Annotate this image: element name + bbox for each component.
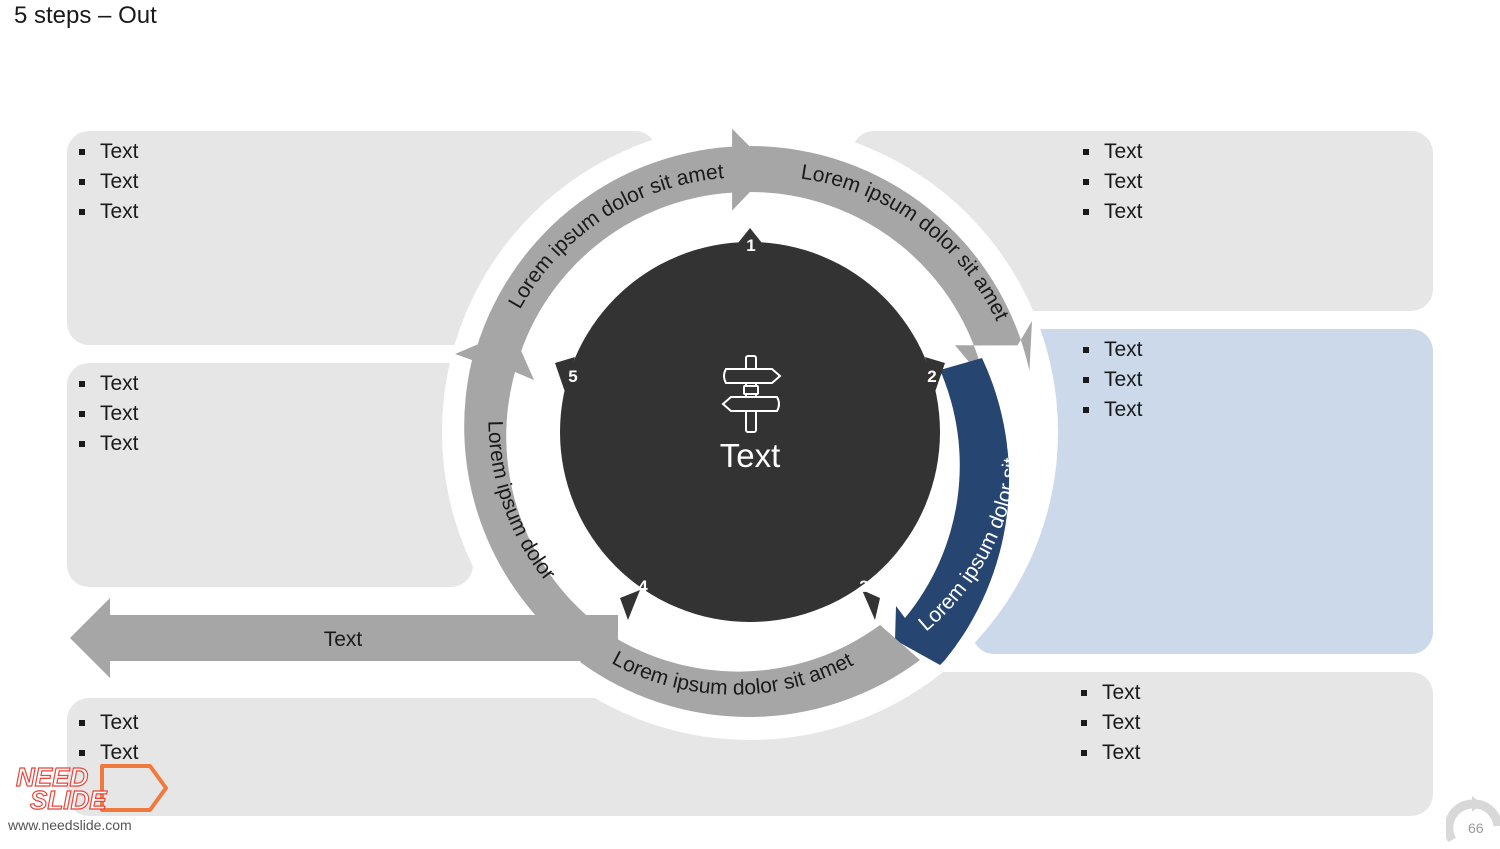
site-url: www.needslide.com [8,817,132,833]
bullets-mid-left: Text Text Text [78,369,139,459]
bullet-item: Text [78,369,139,399]
ring-arrow-1 [473,128,772,370]
bullets-bottom-right: Text Text Text [1080,678,1141,768]
logo-word-need: NEED [16,762,88,792]
bullets-top-left: Text Text Text [78,137,139,227]
bullet-item: Text [1082,365,1143,395]
page-number-badge: 66 [1444,796,1500,844]
bullet-item: Text [78,137,139,167]
step-number-2: 2 [927,367,936,386]
bullet-item: Text [1080,678,1141,708]
bullet-item: Text [1082,197,1143,227]
logo-word-slide: SLIDE [30,785,107,815]
bullet-item: Text [78,708,139,738]
center-label: Text [720,437,781,474]
needslide-logo: NEED SLIDE [10,761,170,821]
bullet-item: Text [1082,395,1143,425]
bullet-item: Text [1082,137,1143,167]
bullets-top-right: Text Text Text [1082,137,1143,227]
ring-arrow-4 [580,625,920,718]
slide-title: 5 steps – Out [14,2,157,29]
recycle-icon [1444,796,1500,843]
ring-arrow-2 [750,145,1032,381]
step-number-5: 5 [568,367,577,386]
ring-arrow-5 [455,330,598,640]
step-number-3: 3 [859,577,868,596]
step-notch-5 [555,357,575,392]
bullet-item: Text [1080,738,1141,768]
bullet-item: Text [1082,167,1143,197]
step-number-1: 1 [746,236,755,255]
step-number-4: 4 [638,577,648,596]
bullet-item: Text [78,429,139,459]
step-notch-4 [620,590,640,620]
bullet-item: Text [78,167,139,197]
step-notch-3 [862,590,880,620]
bullet-item: Text [78,738,139,768]
page-number: 66 [1468,820,1484,836]
bullet-item: Text [1082,335,1143,365]
bullet-item: Text [78,197,139,227]
step-notch-1 [738,228,762,243]
ring-arrow-3 [895,358,1010,665]
out-arrow-label: Text [324,628,363,651]
bullets-mid-right: Text Text Text [1082,335,1143,425]
signpost-icon [721,355,782,433]
bullet-item: Text [78,399,139,429]
bullet-item: Text [1080,708,1141,738]
panel-mid-left [67,363,473,587]
step-notch-2 [925,357,945,392]
out-arrow [70,598,618,678]
bullets-bottom-left: Text Text [78,708,139,768]
